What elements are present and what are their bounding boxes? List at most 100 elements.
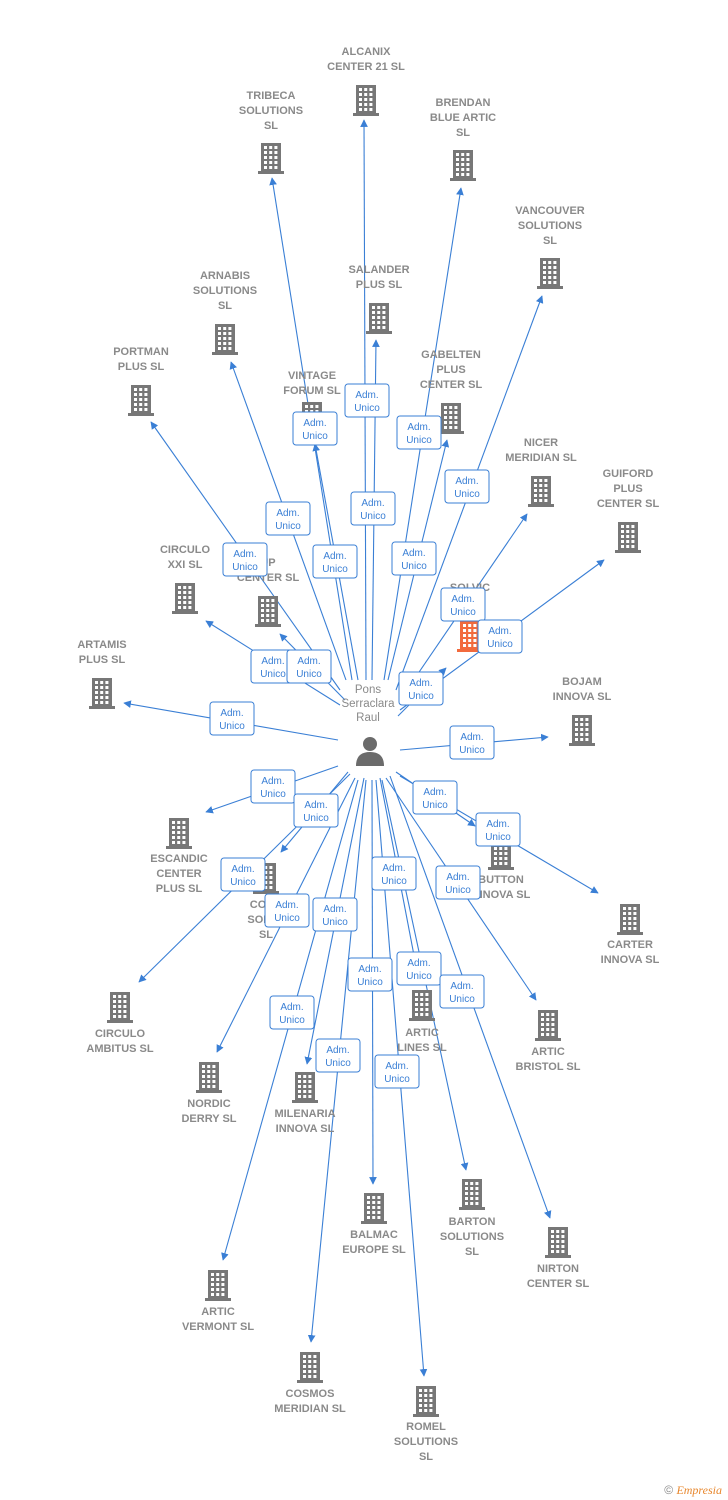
role-label-articlines[interactable]: Adm. Unico — [371, 856, 417, 891]
building-icon — [212, 324, 238, 355]
building-icon — [107, 992, 133, 1023]
role-label-brendan[interactable]: Adm.Unico — [396, 415, 442, 450]
company-label: ARTIC — [201, 1306, 235, 1318]
role-text: Unico — [360, 511, 386, 522]
building-icon — [255, 596, 281, 627]
role-box — [292, 411, 338, 446]
role-text: Adm. — [486, 819, 509, 830]
role-text: Unico — [422, 800, 448, 811]
role-text: Adm. — [220, 708, 243, 719]
role-label-conc[interactable]: Adm.Unico — [293, 793, 339, 828]
role-label-circuloxxi[interactable]: Adm.Unico — [250, 649, 296, 684]
role-label-upcenter[interactable]: Adm.Unico — [286, 649, 332, 684]
role-box — [220, 857, 266, 892]
edge-layer — [123, 119, 605, 1377]
role-label-layer: Adm.UnicoAdm.UnicoAdm.UnicoAdm.UnicoAdm.… — [209, 383, 523, 1089]
role-label-romel[interactable]: Adm.Unico — [374, 1054, 420, 1089]
role-label-bojam[interactable]: Adm.Unico — [449, 725, 495, 760]
role-label-salander[interactable]: Adm.Unico — [350, 491, 396, 526]
company-label: ALCANIX — [342, 46, 392, 58]
role-text: Unico — [384, 1074, 410, 1085]
role-label-articbristol[interactable]: Adm.Unico — [435, 865, 481, 900]
company-label: CENTER — [156, 868, 201, 880]
role-label-gabelten[interactable]: Adm.Unico — [391, 541, 437, 576]
role-label-artamis[interactable]: Adm.Unico — [209, 701, 255, 736]
company-label: VANCOUVER — [515, 205, 585, 217]
role-label-milenaria[interactable]: Adm.Unico — [312, 897, 358, 932]
role-text: Unico — [381, 876, 407, 887]
role-label-circuloambitus[interactable]: Adm.Unico — [220, 857, 266, 892]
brand-logo[interactable]: Empresia — [676, 1483, 722, 1497]
role-label-cosmos[interactable]: Adm. Unico — [315, 1038, 361, 1073]
role-label-portman[interactable]: Adm.Unico — [222, 542, 268, 577]
role-label-barton[interactable]: Adm.Unico — [396, 951, 442, 986]
building-icon — [292, 1072, 318, 1103]
company-label: SOLUTIONS — [394, 1436, 458, 1448]
role-label-articvermont[interactable]: Adm.Unico — [269, 995, 315, 1030]
role-text: Adm. — [231, 864, 254, 875]
person-icon — [356, 737, 384, 766]
role-label-escandic[interactable]: Adm.Unico — [250, 769, 296, 804]
company-node-romel[interactable]: ROMEL SOLUTIONS SL — [394, 1386, 458, 1463]
building-icon — [438, 403, 464, 434]
role-label-button[interactable]: Adm.Unico — [412, 780, 458, 815]
role-label-carter[interactable]: Adm.Unico — [475, 812, 521, 847]
role-label-guiford[interactable]: Adm.Unico — [477, 619, 523, 654]
building-icon — [615, 522, 641, 553]
role-label-arnabis[interactable]: Adm.Unico — [265, 501, 311, 536]
company-label: PLUS SL — [79, 654, 126, 666]
role-label-vancouver[interactable]: Adm.Unico — [444, 469, 490, 504]
building-icon — [166, 818, 192, 849]
company-label: SL — [419, 1451, 433, 1463]
company-label: ROMEL — [406, 1421, 446, 1433]
building-icon — [457, 621, 483, 652]
role-label-vintage[interactable]: Adm.Unico — [312, 544, 358, 579]
company-label: BRISTOL SL — [516, 1061, 581, 1073]
building-icon — [128, 385, 154, 416]
role-label-balmac[interactable]: Adm.Unico — [347, 957, 393, 992]
role-label-tribeca[interactable]: Adm.Unico — [292, 411, 338, 446]
person-name: Pons — [355, 684, 381, 696]
role-text: Unico — [260, 669, 286, 680]
role-text: Adm. — [382, 863, 405, 874]
building-icon — [409, 990, 435, 1021]
role-text: Unico — [401, 561, 427, 572]
role-text: Adm. — [326, 1045, 349, 1056]
role-label-nordic[interactable]: Adm.Unico — [264, 893, 310, 928]
role-label-alcanix[interactable]: Adm.Unico — [344, 383, 390, 418]
role-text: Unico — [325, 1058, 351, 1069]
role-text: Unico — [322, 564, 348, 575]
company-label: NORDIC — [187, 1098, 230, 1110]
role-box — [477, 619, 523, 654]
role-text: Adm. — [460, 732, 483, 743]
role-label-solvic[interactable]: Adm.Unico — [398, 671, 444, 706]
role-label-nirton[interactable]: Adm.Unico — [439, 974, 485, 1009]
role-label-nicer[interactable]: Adm.Unico — [440, 587, 486, 622]
